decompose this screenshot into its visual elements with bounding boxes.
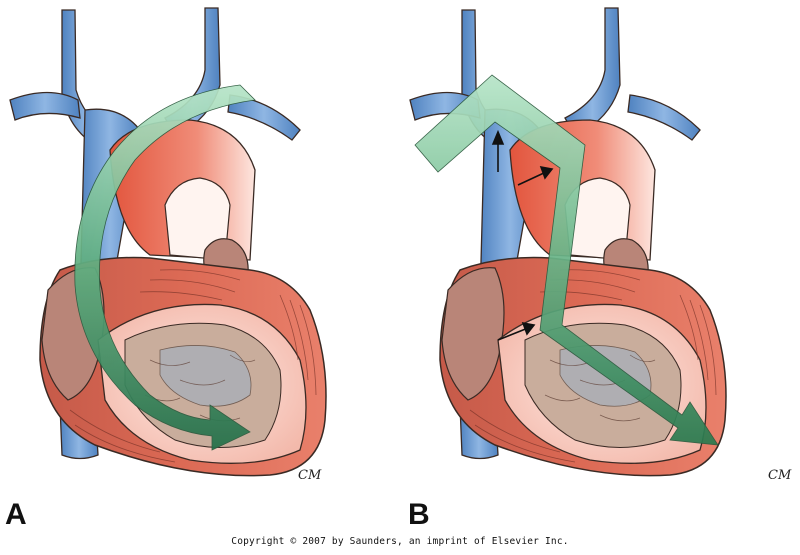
heart-diagram-a (0, 0, 400, 500)
panel-a (0, 0, 400, 500)
copyright-notice: Copyright © 2007 by Saunders, an imprint… (231, 536, 569, 547)
flow-arrow-b (414, 74, 719, 446)
pointer-arrows (491, 129, 554, 341)
flow-arrow-a (74, 84, 256, 451)
panel-label-a: A (5, 498, 27, 531)
panel-label-b: B (408, 498, 430, 531)
artist-signature-b: CM (768, 468, 792, 483)
panel-b (400, 0, 800, 500)
heart-diagram-b (400, 0, 800, 500)
artist-signature-a: CM (298, 468, 322, 483)
